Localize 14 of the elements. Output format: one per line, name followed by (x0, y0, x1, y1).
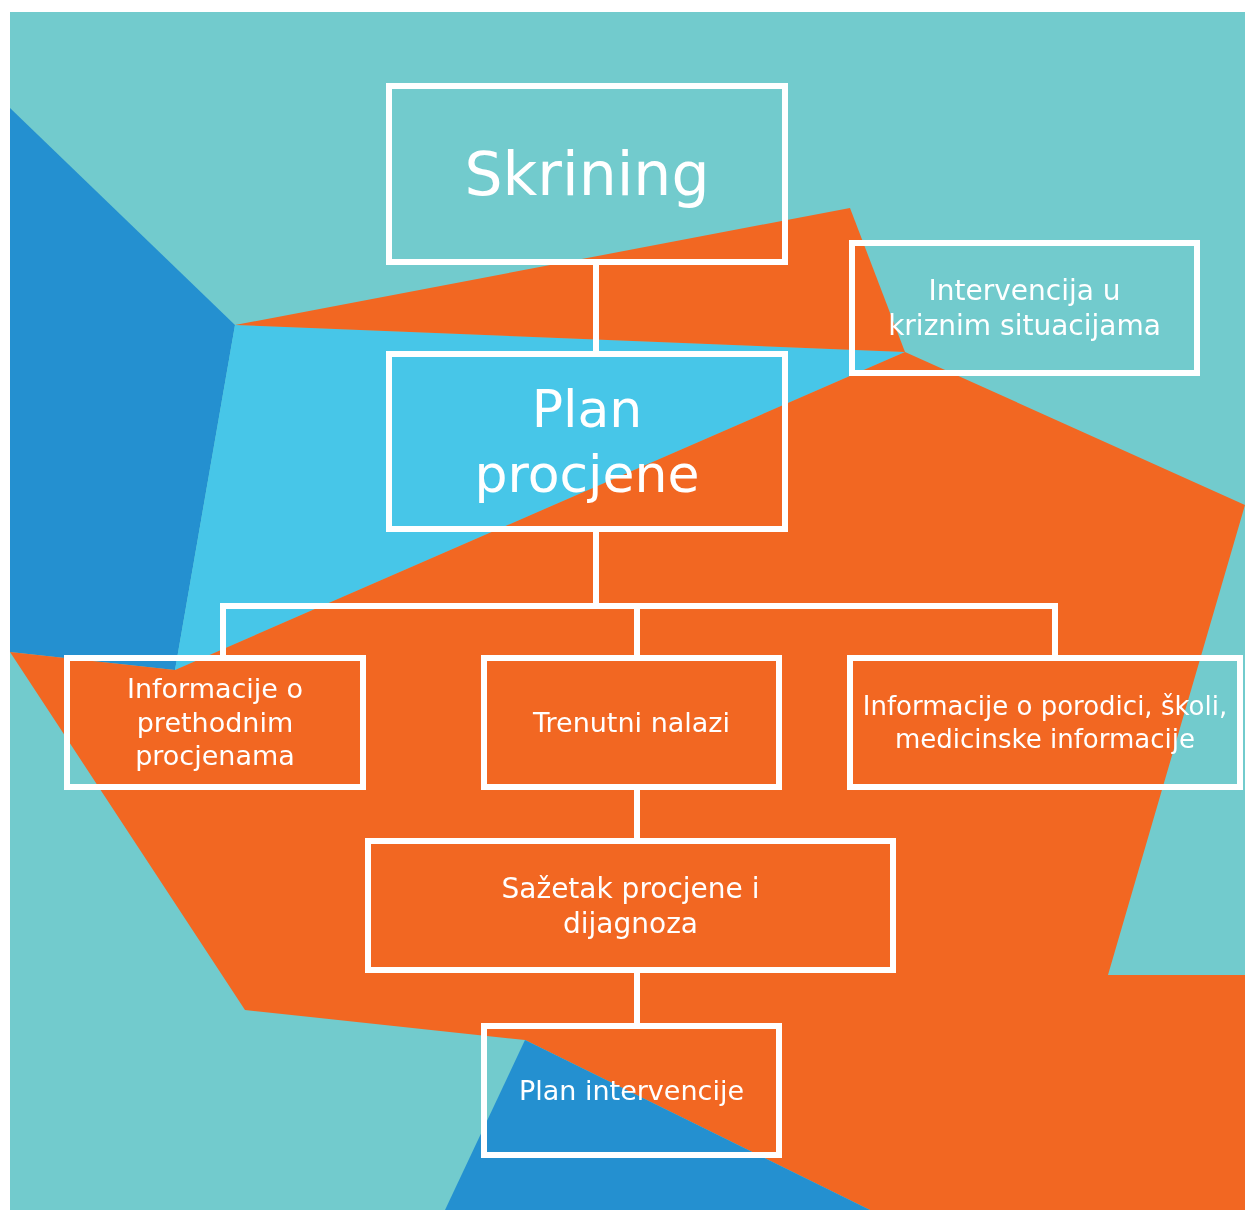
connector-line (593, 265, 599, 351)
process-box (481, 655, 782, 790)
box-label: Trenutni nalazi (533, 705, 730, 740)
process-box (847, 655, 1243, 790)
connector-line (634, 790, 640, 838)
process-box (481, 1023, 782, 1158)
box-label: Sažetak procjene i dijagnoza (500, 870, 761, 941)
process-box (386, 83, 788, 265)
connector-line (634, 973, 640, 1023)
process-box (64, 655, 366, 790)
box-label: Skrining (464, 137, 710, 211)
process-box (849, 240, 1200, 376)
process-box (365, 838, 896, 973)
box-label: Informacije o prethodnim procjenama (125, 671, 305, 774)
